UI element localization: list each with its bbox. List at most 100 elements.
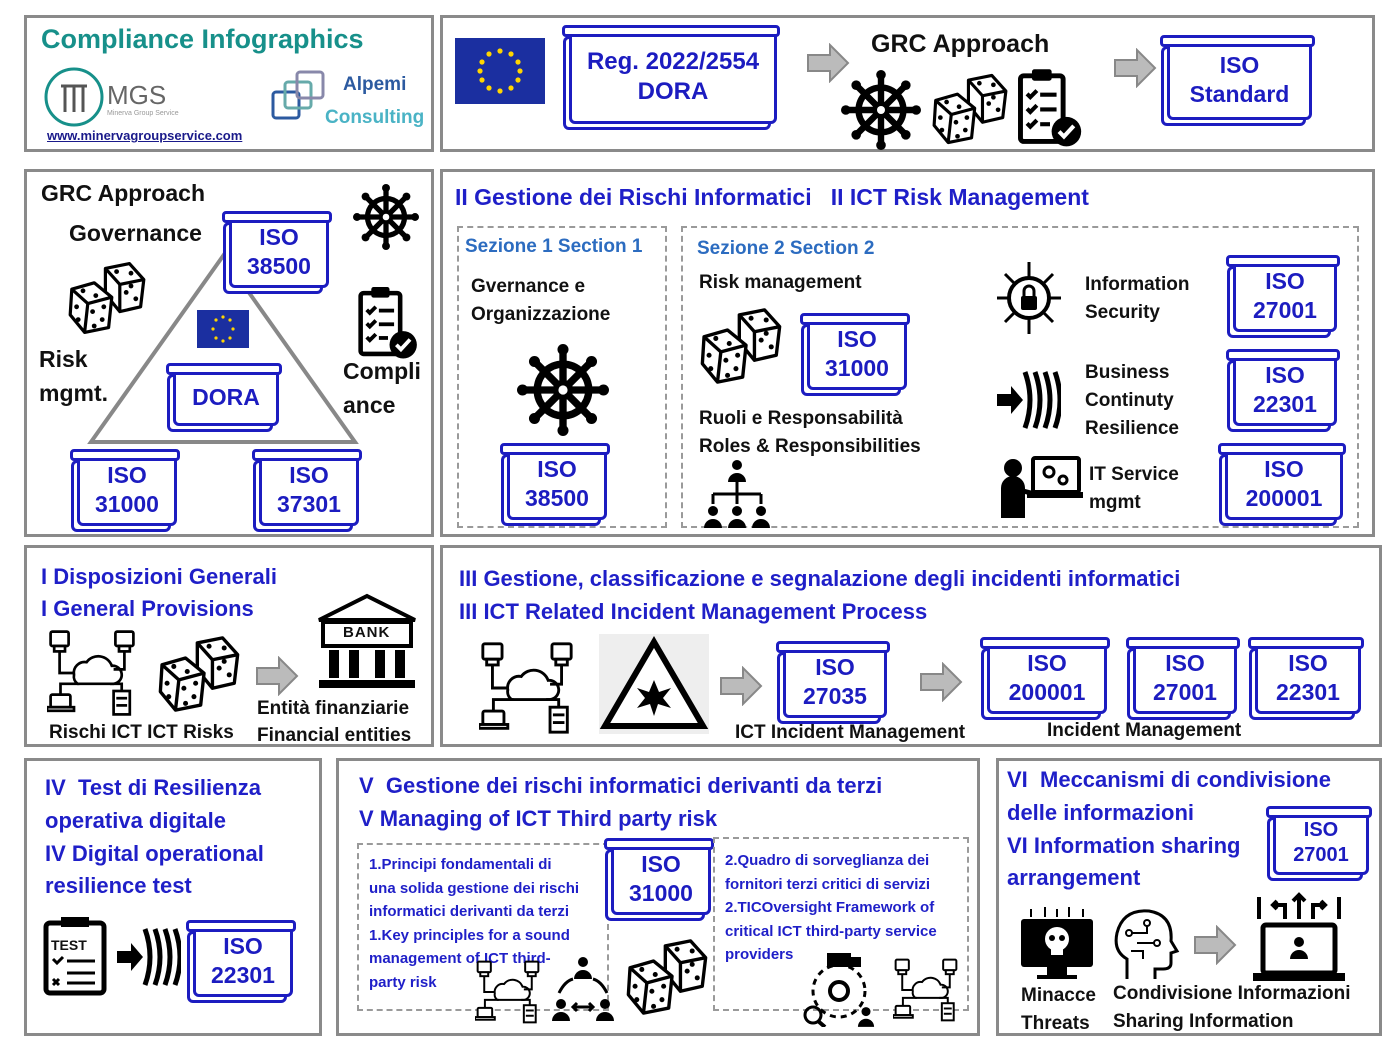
bank-label: BANK: [343, 624, 391, 641]
grc-title: GRC Approach: [41, 180, 205, 206]
reg-dora-badge: Reg. 2022/2554 DORA: [562, 25, 780, 124]
iso-standard-badge: ISO Standard: [1160, 35, 1315, 120]
gp-title-line1: I Disposizioni Generali: [41, 564, 277, 589]
website-link[interactable]: www.minervagroupservice.com: [47, 128, 243, 143]
entities-line2: Financial entities: [257, 725, 412, 746]
ship-wheel-icon: [841, 70, 921, 150]
compliance-label-line1: Compli: [343, 358, 421, 384]
section1-box: [457, 226, 667, 528]
laptop-share-icon: [1249, 889, 1349, 987]
risk-management-label: Risk management: [699, 272, 862, 293]
roles-line1: Ruoli e Responsabilità: [699, 408, 903, 429]
entities-line1: Entità finanziarie: [257, 698, 410, 719]
compliance-label-line2: ance: [343, 392, 396, 418]
dice-icon: [699, 306, 783, 386]
risk-label-line1: Risk: [39, 346, 88, 372]
section1-line1: Gvernance e: [471, 276, 586, 297]
hazard-icon: [599, 634, 709, 734]
team-exchange-icon: [551, 957, 615, 1023]
triangle-diagram: [87, 252, 359, 446]
bc-line1: Business: [1085, 362, 1170, 383]
is-line4: arrangement: [1007, 865, 1141, 890]
sharing-line1: Condivisione Informazioni: [1113, 983, 1351, 1004]
section2-box: [681, 226, 1359, 528]
test-sheet-icon: [43, 915, 109, 997]
grc-approach-title: GRC Approach: [871, 30, 1050, 58]
third-party-panel: V Gestione dei rischi informatici deriva…: [336, 758, 980, 1036]
network-cloud-icon: [475, 959, 541, 1025]
continuity-icon: [995, 368, 1061, 432]
alpemi-line2: Consulting: [325, 107, 425, 128]
bc-line3: Resilience: [1085, 418, 1179, 439]
general-provisions-panel: I Disposizioni Generali I General Provis…: [24, 545, 434, 747]
hierarchy-icon: [703, 460, 771, 530]
incident-title-line1: III Gestione, classificazione e segnalaz…: [459, 566, 1181, 591]
mgs-logo: [43, 66, 105, 128]
incident-panel: III Gestione, classificazione e segnalaz…: [440, 545, 1382, 747]
arrow-right-icon: [719, 666, 763, 706]
it-service-icon: [999, 454, 1083, 520]
network-cloud-icon: [47, 628, 137, 718]
governance-label: Governance: [69, 220, 202, 246]
dora-badge: DORA: [166, 363, 282, 426]
tp-right-text: 2.Quadro di sorveglianza dei fornitori t…: [725, 852, 937, 963]
dice-icon: [931, 70, 1009, 148]
checklist-icon: [1017, 66, 1083, 148]
network-cloud-icon: [893, 957, 959, 1023]
security-lock-icon: [995, 258, 1063, 338]
ict-risk-title: II Gestione dei Rischi Informatici II IC…: [455, 184, 1089, 210]
ict-risk-panel: II Gestione dei Rischi Informatici II IC…: [440, 169, 1375, 537]
tp-right-box: [713, 837, 969, 1011]
dice-icon: [625, 937, 709, 1017]
checklist-icon: [357, 284, 419, 360]
rt-line2: operativa digitale: [45, 808, 226, 833]
rt-line1: IV Test di Resilienza: [45, 775, 261, 800]
section1-title: Sezione 1 Section 1: [465, 236, 643, 257]
alpemi-line1: Alpemi: [343, 74, 407, 95]
infosec-line2: Security: [1085, 302, 1160, 323]
continuity-icon: [115, 925, 181, 989]
network-cloud-icon: [479, 640, 575, 736]
reg-number: Reg. 2022/2554: [586, 48, 760, 75]
ship-wheel-icon: [353, 184, 419, 250]
bc-line2: Continuty: [1085, 390, 1174, 411]
tp-left-text: 1.Principi fondamentali di una solida ge…: [369, 856, 580, 991]
info-sharing-panel: VI Meccanismi di condivisione delle info…: [996, 758, 1382, 1036]
iso-standard-label: Standard: [1189, 81, 1290, 107]
dice-icon: [157, 634, 241, 714]
resilience-test-panel: IV Test di Resilienza operativa digitale…: [24, 758, 322, 1036]
test-label: TEST: [51, 937, 87, 953]
is-line3: VI Information sharing: [1007, 833, 1241, 858]
arrow-right-icon: [255, 656, 299, 696]
bank-icon: [315, 592, 419, 692]
rt-line3: IV Digital operational: [45, 841, 264, 866]
tp-title-line2: V Managing of ICT Third party risk: [359, 806, 718, 831]
rt-line4: resilience test: [45, 873, 192, 898]
arrow-right-icon: [1193, 925, 1237, 965]
gp-title-line2: I General Provisions: [41, 596, 254, 621]
threats-line1: Minacce: [1021, 985, 1096, 1006]
infosec-line1: Information: [1085, 274, 1190, 295]
top-flow-panel: Reg. 2022/2554 DORA GRC Approach ISO Sta…: [440, 15, 1375, 152]
arrow-right-icon: [1113, 48, 1157, 88]
eu-flag-icon: [455, 38, 545, 104]
ship-wheel-icon: [517, 344, 609, 436]
section2-title: Sezione 2 Section 2: [697, 238, 875, 259]
header-panel: Compliance Infographics MGS Minerva Grou…: [24, 15, 434, 152]
roles-line2: Roles & Responsibilities: [699, 436, 921, 457]
is-line2: delle informazioni: [1007, 800, 1195, 825]
